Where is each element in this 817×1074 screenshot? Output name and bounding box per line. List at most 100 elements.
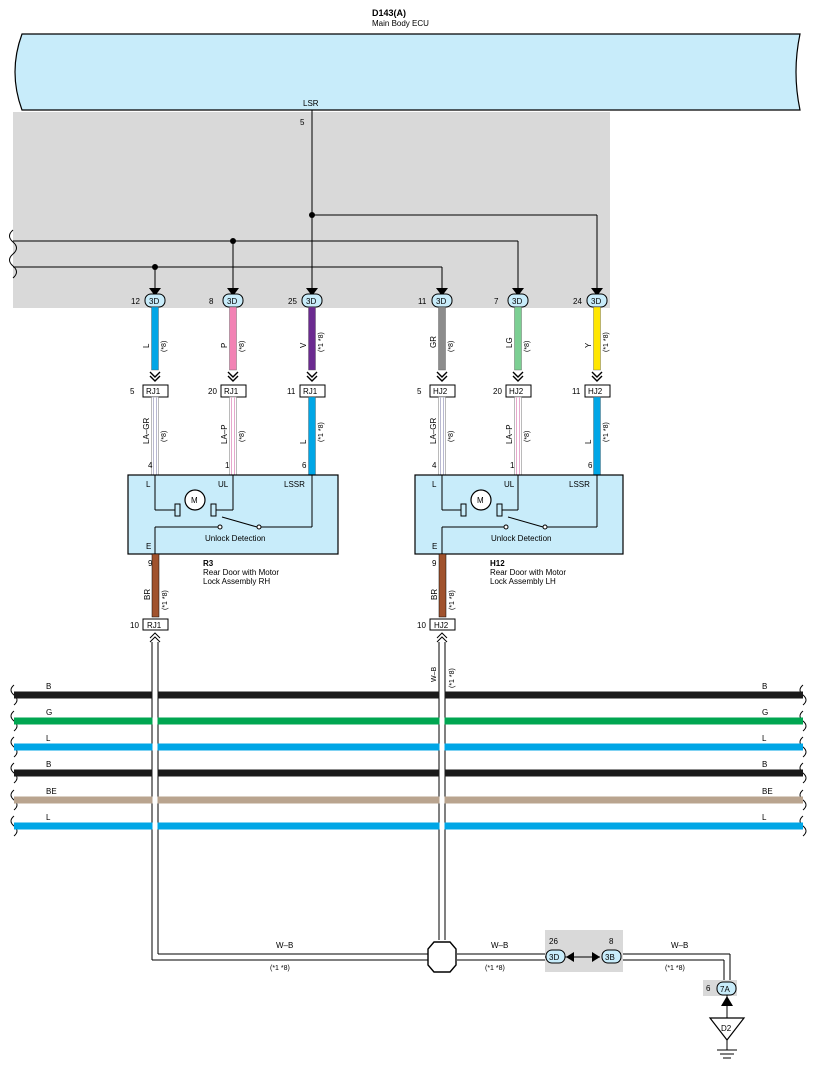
gp-seg1-note: (*1 *8) (270, 965, 290, 972)
lock-lh-name1: Rear Door with Motor (490, 568, 566, 577)
rh-bottom-connector (142, 618, 169, 631)
striped-wire (514, 396, 522, 476)
lock-lh-name2: Lock Assembly LH (490, 577, 556, 586)
lock-lh-box (414, 474, 624, 555)
bus-wire-label-right: B (762, 760, 767, 769)
arrow-down-icon (227, 288, 239, 296)
bus-wire (14, 822, 803, 830)
gp-seg2-label: W–B (491, 941, 508, 950)
striped-wire (438, 396, 446, 476)
mid-connector-code: HJ2 (509, 387, 524, 396)
ground-point-label: D2 (721, 1024, 732, 1033)
chevron-down-icon (227, 371, 239, 378)
mid-connector-code: HJ2 (588, 387, 603, 396)
gp-seg2-note: (*1 *8) (485, 965, 505, 972)
gp-seg3-label: W–B (671, 941, 688, 950)
lh-ground-wire-label: BR (430, 589, 439, 600)
mid-wire-label: LA–GR (142, 418, 151, 444)
lock-rh-pin-l: 4 (148, 461, 153, 470)
gp-seg1-label: W–B (276, 941, 293, 950)
mid-connector-pin: 20 (493, 387, 502, 396)
chevron-down-icon (591, 371, 603, 378)
lock-rh-label-l: L (146, 480, 151, 489)
lock-lh-switch-label: Unlock Detection (491, 534, 551, 543)
arrow-down-icon (591, 288, 603, 296)
wire-note: (*8) (524, 341, 531, 352)
switch-contact-icon (256, 524, 262, 530)
lock-rh-label-ul: UL (218, 480, 229, 489)
switch-contact-icon (217, 524, 223, 530)
lock-lh-pin-e: 9 (432, 559, 437, 568)
lock-rh-circuit (154, 475, 313, 554)
lock-lh-circuit (441, 475, 598, 554)
lock-lh-pin-l: 4 (432, 461, 437, 470)
gp-seg3-note: (*1 *8) (665, 965, 685, 972)
motor-icon (184, 489, 206, 511)
earth-ground-icon (717, 1040, 737, 1059)
mid-connector-pin: 11 (287, 387, 296, 396)
joint-connector-icon (427, 941, 457, 973)
bus-wire (14, 717, 803, 725)
striped-wire (151, 396, 159, 476)
bus-wire-label-right: B (762, 682, 767, 691)
top-connector-pin: 8 (209, 297, 214, 306)
bus-wire-label-left: G (46, 708, 52, 717)
top-connector-pin: 12 (131, 297, 140, 306)
colored-wire (514, 306, 522, 371)
bus-wire (14, 796, 803, 804)
colored-wire (308, 396, 316, 476)
chevron-down-icon (227, 375, 239, 382)
ecu-internal-wiring (13, 110, 598, 292)
ecu-terminal-pin: 5 (300, 118, 305, 127)
bus-wire (14, 691, 803, 699)
joint-arrow-left-icon (566, 952, 574, 962)
ecu-body (14, 33, 801, 111)
bus-wire (14, 769, 803, 777)
bus-wire-label-right: BE (762, 787, 773, 796)
top-connector-code: 3D (436, 297, 446, 306)
mid-wire-note: (*1 *8) (318, 422, 325, 442)
mid-wire-label: LA–P (505, 424, 514, 444)
lock-assembly-lh: 4 1 6 L UL LSSR E M Unlock Detection 9 H… (414, 461, 624, 586)
joint-b-connector (601, 949, 622, 964)
chevron-down-icon (436, 371, 448, 378)
bus-wire (14, 743, 803, 751)
mid-wire-label: L (299, 439, 308, 444)
top-connector-pin: 25 (288, 297, 297, 306)
lh-bottom-connector (429, 618, 456, 631)
switch-contact-icon (542, 524, 548, 530)
wire-color-label: L (142, 343, 151, 348)
chevron-down-icon (591, 375, 603, 382)
joint-a-pin: 26 (549, 937, 558, 946)
wire-color-label: GR (429, 336, 438, 348)
lock-rh-motor-label: M (191, 496, 198, 505)
lock-lh-label-l: L (432, 480, 437, 489)
colored-wire (593, 306, 601, 371)
lock-lh-code: H12 (490, 559, 505, 568)
arrow-down-icon (512, 288, 524, 296)
top-connector-code: 3D (306, 297, 316, 306)
rh-bottom-connector-pin: 10 (130, 621, 139, 630)
chevron-down-icon (306, 375, 318, 382)
rh-ground-wire-label: BR (143, 589, 152, 600)
lh-bottom-connector-code: HJ2 (434, 621, 449, 630)
mid-connector-code: RJ1 (146, 387, 161, 396)
wire-note: (*1 *8) (318, 332, 325, 352)
bus-wire-label-right: L (762, 813, 767, 822)
top-connector-pin: 11 (418, 297, 427, 306)
top-connector-code: 3D (512, 297, 522, 306)
mid-wire-note: (*8) (524, 431, 531, 442)
lh-ground-wire-note: (*1 *8) (449, 590, 456, 610)
striped-wire (229, 396, 237, 476)
lock-lh-label-lssr: LSSR (569, 480, 590, 489)
wire-note: (*8) (239, 341, 246, 352)
chevron-down-icon (512, 375, 524, 382)
lock-rh-label-e: E (146, 542, 151, 551)
mid-connector-code: RJ1 (224, 387, 239, 396)
wire-note: (*8) (448, 341, 455, 352)
wire-note: (*8) (161, 341, 168, 352)
lock-rh-name2: Lock Assembly RH (203, 577, 270, 586)
bus-wire-label-left: B (46, 760, 51, 769)
mid-connector-pin: 5 (130, 387, 135, 396)
